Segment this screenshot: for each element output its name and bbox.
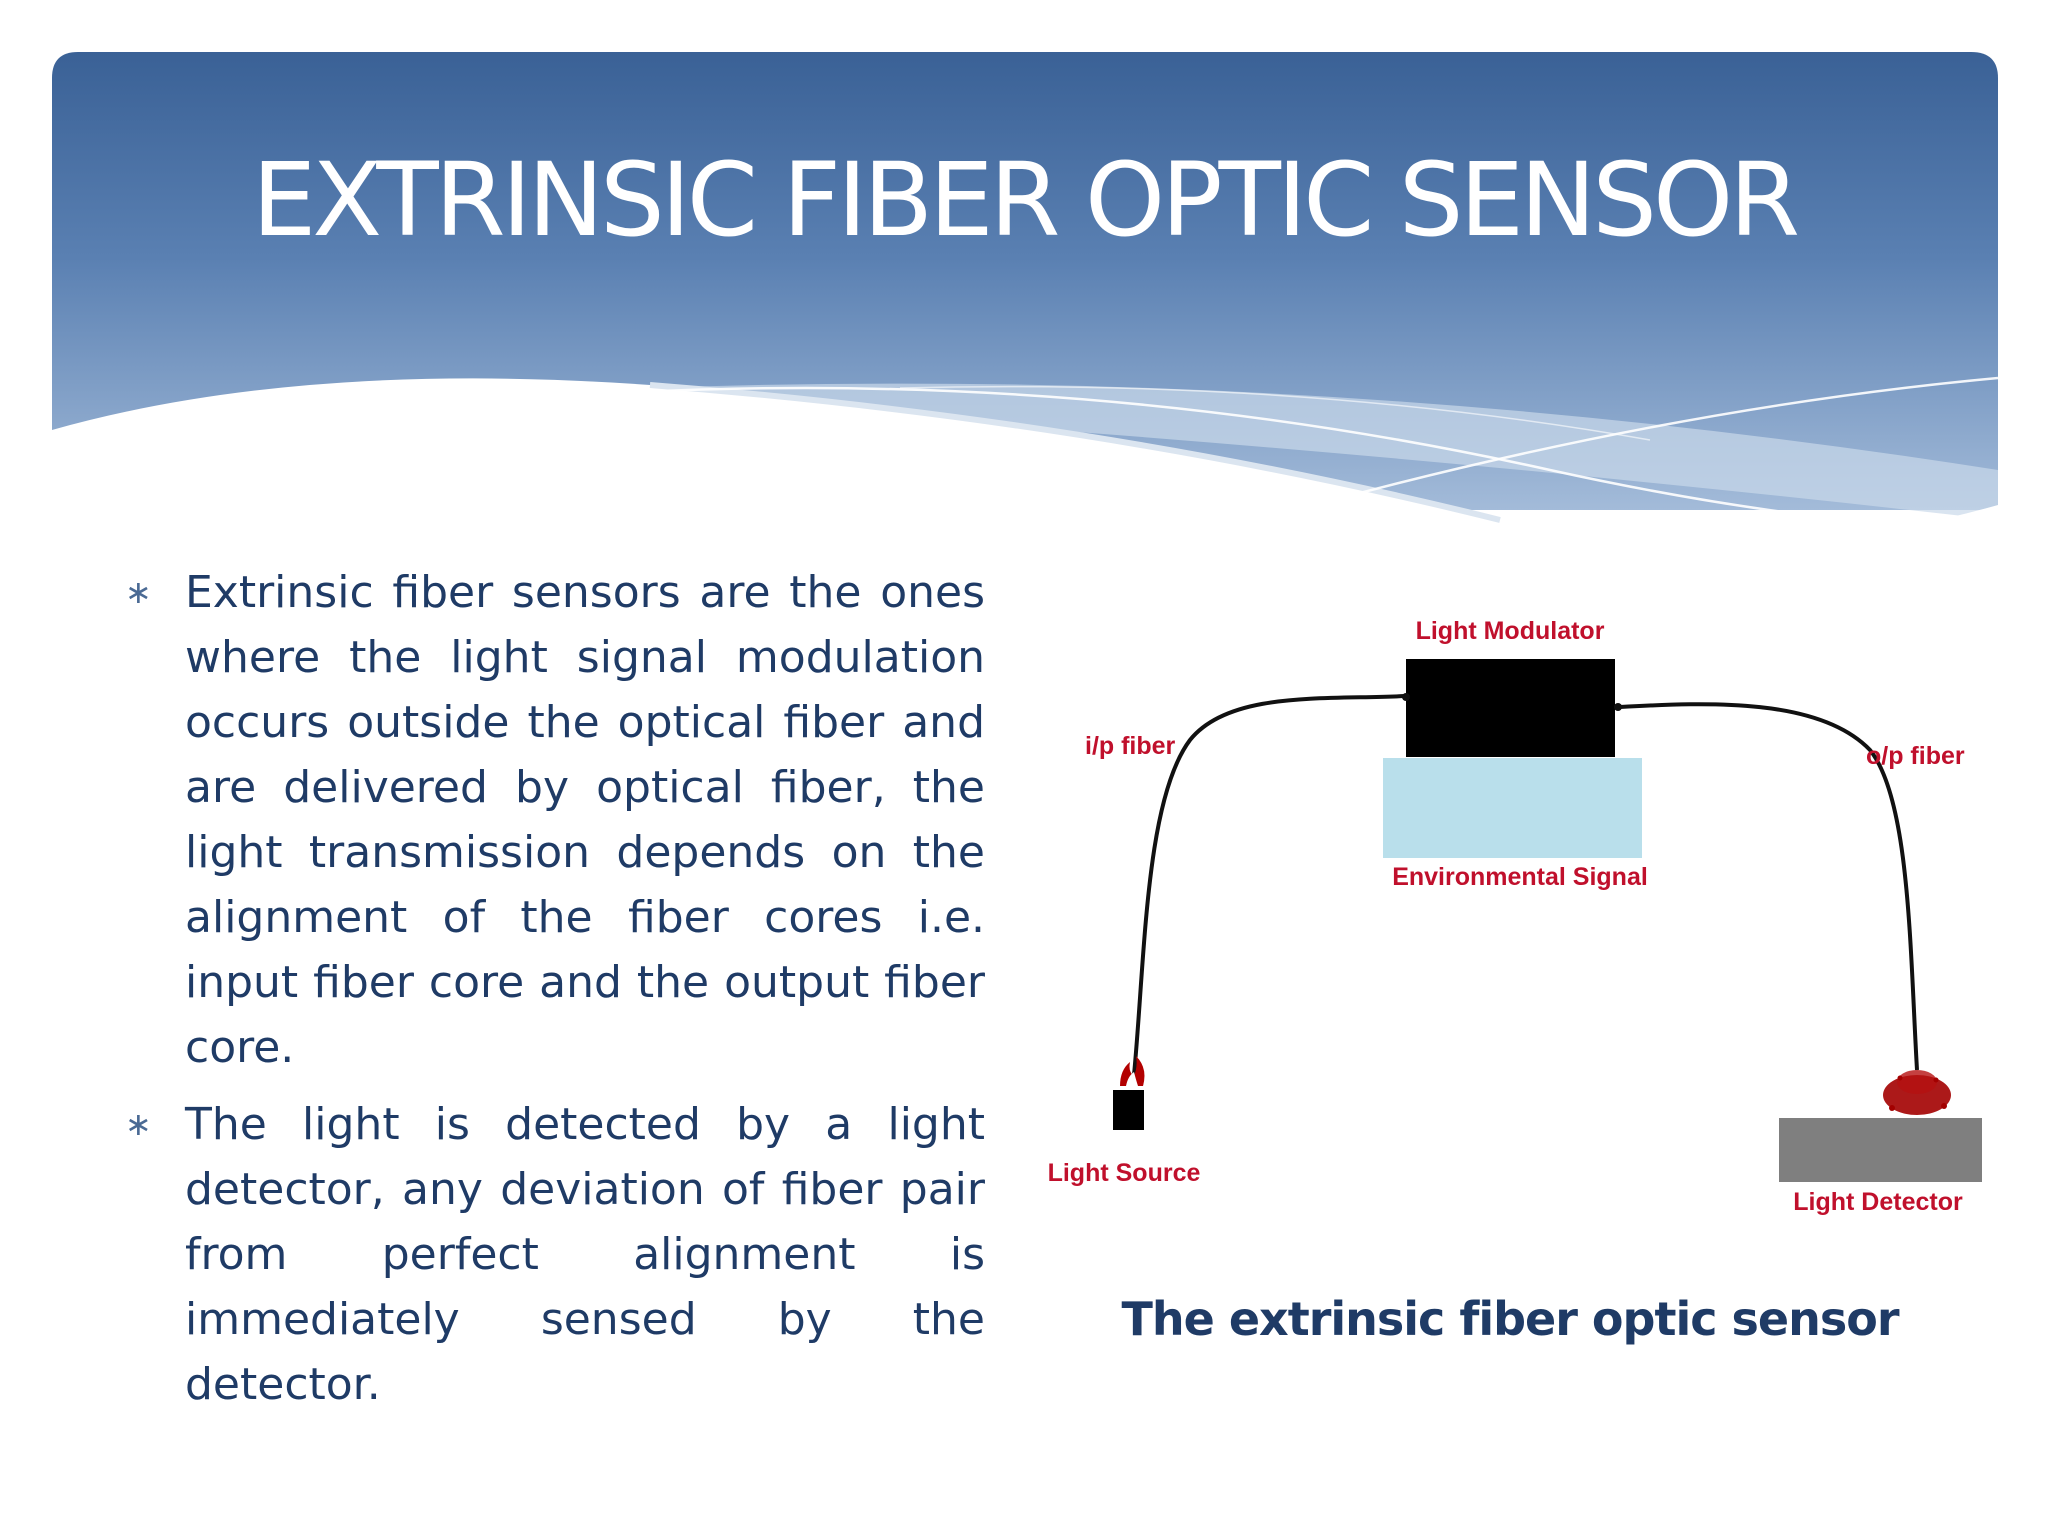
light-source-flame-icon: [1120, 1056, 1145, 1086]
light-source-box: [1113, 1090, 1144, 1130]
environmental-signal-box: [1383, 758, 1642, 858]
bullet-marker: ∗: [125, 1105, 152, 1143]
slide-title: EXTRINSIC FIBER OPTIC SENSOR: [251, 141, 1800, 260]
light-modulator-box: [1406, 659, 1615, 757]
bullet-list: ∗ Extrinsic fiber sensors are the ones w…: [125, 560, 985, 1429]
light-modulator-label: Light Modulator: [1416, 617, 1605, 645]
environmental-signal-label: Environmental Signal: [1392, 863, 1648, 891]
light-detector-box: [1779, 1118, 1982, 1182]
output-fiber-line: [1619, 702, 1919, 1071]
ip-fiber-label: i/p fiber: [1085, 732, 1176, 760]
bullet-marker: ∗: [125, 573, 152, 611]
light-source-label: Light Source: [1048, 1159, 1201, 1187]
bullet-item: ∗ The light is detected by a light detec…: [125, 1092, 985, 1417]
input-fiber-line: [1132, 694, 1406, 1076]
light-detector-label: Light Detector: [1793, 1188, 1963, 1216]
bullet-text: Extrinsic fiber sensors are the ones whe…: [185, 567, 985, 1073]
bullet-item: ∗ Extrinsic fiber sensors are the ones w…: [125, 560, 985, 1080]
detector-light-spot: [1883, 1070, 1951, 1115]
sensor-diagram: Light Modulator i/p fiber o/p fiber Envi…: [1048, 617, 1982, 1216]
bullet-text: The light is detected by a light detecto…: [185, 1099, 985, 1410]
header-banner: [52, 52, 1999, 600]
op-fiber-label: o/p fiber: [1866, 742, 1965, 770]
diagram-caption: The extrinsic fiber optic sensor: [1121, 1292, 1900, 1346]
